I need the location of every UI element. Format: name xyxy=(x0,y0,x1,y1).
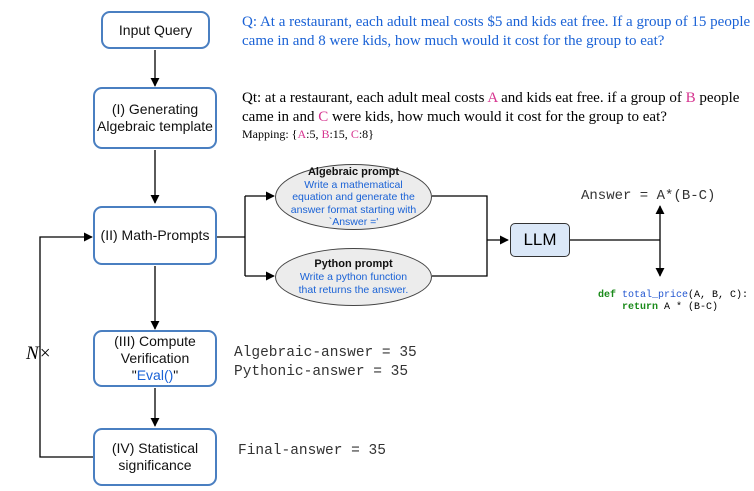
input-query-box: Input Query xyxy=(101,11,210,49)
llm-box: LLM xyxy=(510,223,570,257)
loop-count-label: N× xyxy=(26,343,52,364)
algebraic-output-expression: Answer = A*(B-C) xyxy=(581,188,716,204)
algebraic-prompt-body: Write a mathematical equation and genera… xyxy=(290,178,417,229)
variable-a: A xyxy=(487,90,498,106)
template-prefix: Qt: xyxy=(242,90,262,106)
statistical-significance-box: (IV) Statistical significance xyxy=(93,428,217,486)
compute-label-line2: Verification xyxy=(120,350,190,366)
compute-verification-box: (III) Compute Verification "Eval()" xyxy=(93,330,217,387)
variable-b: B xyxy=(685,90,696,106)
python-output-code: def total_price(A, B, C): return A * (B-… xyxy=(598,278,748,326)
generating-label-line2: Algebraic template xyxy=(97,118,213,134)
python-prompt-ellipse: Python prompt Write a python function th… xyxy=(275,248,432,306)
algebraic-prompt-ellipse: Algebraic prompt Write a mathematical eq… xyxy=(275,164,432,230)
question-prefix: Q: xyxy=(242,14,257,30)
generating-template-box: (I) Generating Algebraic template xyxy=(93,87,217,149)
generating-label-line1: (I) Generating xyxy=(111,101,199,117)
statistical-label-line2: significance xyxy=(118,457,192,473)
template-text: Qt: at a restaurant, each adult meal cos… xyxy=(242,90,740,125)
question-text: Q: At a restaurant, each adult meal cost… xyxy=(242,13,752,51)
code-line-return: return A * (B-C) xyxy=(622,302,719,313)
compute-eval-line: "Eval()" xyxy=(131,367,179,383)
connector-algebraic-to-llm xyxy=(432,195,488,240)
algebraic-answer-result: Algebraic-answer = 35 xyxy=(234,345,417,361)
loop-back-arrow xyxy=(39,232,94,458)
math-prompts-box: (II) Math-Prompts xyxy=(93,206,217,265)
variable-mapping: Mapping: {A:5, B:15, C:8} xyxy=(242,127,374,141)
statistical-label-line1: (IV) Statistical xyxy=(111,440,199,456)
code-function-name: total_price xyxy=(622,290,689,301)
variable-c: C xyxy=(318,109,329,125)
code-line-def: def total_price(A, B, C): xyxy=(598,290,749,301)
algebraic-prompt-title: Algebraic prompt xyxy=(307,165,400,178)
eval-function-label: Eval() xyxy=(136,367,174,383)
compute-label-line1: (III) Compute xyxy=(114,333,196,349)
connector-python-to-llm xyxy=(432,240,488,277)
python-prompt-body: Write a python function that returns the… xyxy=(298,271,409,296)
input-query-label: Input Query xyxy=(118,21,193,38)
final-answer-result: Final-answer = 35 xyxy=(238,443,386,459)
math-prompts-label: (II) Math-Prompts xyxy=(100,227,210,243)
llm-label: LLM xyxy=(523,230,557,249)
pythonic-answer-result: Pythonic-answer = 35 xyxy=(234,364,409,380)
question-body: At a restaurant, each adult meal costs $… xyxy=(242,14,751,49)
python-prompt-title: Python prompt xyxy=(314,258,393,270)
